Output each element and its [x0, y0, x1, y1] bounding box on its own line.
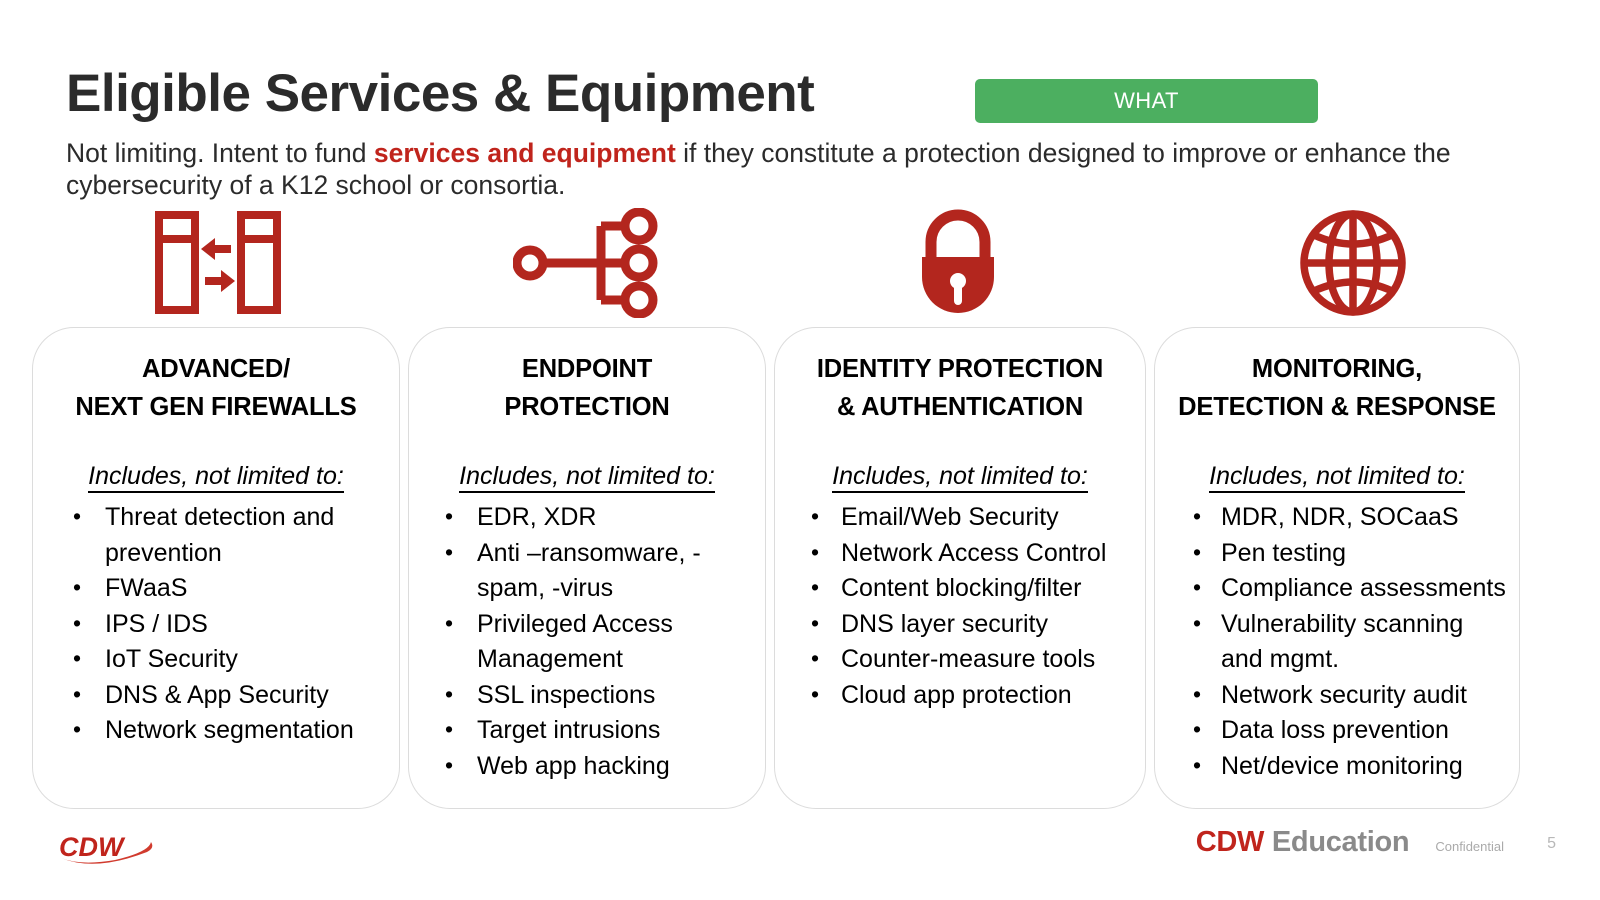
card-monitoring-detection-response: MONITORING, DETECTION & RESPONSE Include… — [1154, 327, 1520, 809]
firewall-servers-icon — [118, 200, 318, 325]
list-item: Network Access Control — [803, 535, 1137, 572]
list-item: SSL inspections — [437, 677, 757, 714]
list-item: Content blocking/filter — [803, 570, 1137, 607]
card-title: IDENTITY PROTECTION & AUTHENTICATION — [816, 355, 1104, 421]
cdw-logo: CDW — [55, 826, 165, 870]
list-item: Network segmentation — [65, 712, 391, 749]
padlock-icon — [858, 200, 1058, 325]
page-title: Eligible Services & Equipment — [66, 64, 815, 123]
list-item: Pen testing — [1185, 535, 1511, 572]
card-title: ADVANCED/ NEXT GEN FIREWALLS — [75, 355, 357, 421]
confidential-label: Confidential — [1435, 839, 1504, 854]
includes-label: Includes, not limited to: — [41, 462, 391, 493]
list-item: Privileged Access Management — [437, 606, 757, 678]
list-item: MDR, NDR, SOCaaS — [1185, 499, 1511, 536]
what-badge-label: WHAT — [1114, 88, 1179, 113]
list-item: Anti –ransomware, -spam, -virus — [437, 535, 757, 607]
card-identity-protection-authentication: IDENTITY PROTECTION & AUTHENTICATION Inc… — [774, 327, 1146, 809]
svg-text:CDW: CDW — [59, 832, 126, 862]
list-item: Data loss prevention — [1185, 712, 1511, 749]
list-item: IoT Security — [65, 641, 391, 678]
subtitle-part2: if they constitute a protection designed… — [66, 138, 1451, 200]
bullet-list: Threat detection and prevention FWaaS IP… — [41, 499, 391, 749]
includes-text: Includes, not limited to: — [1209, 462, 1465, 493]
endpoint-network-nodes-icon — [488, 200, 688, 325]
list-item: Network security audit — [1185, 677, 1511, 714]
includes-text: Includes, not limited to: — [88, 462, 344, 493]
list-item: Counter-measure tools — [803, 641, 1137, 678]
list-item: EDR, XDR — [437, 499, 757, 536]
footer-right: CDW Education Confidential — [1196, 826, 1504, 859]
subtitle-part1: Not limiting. Intent to fund — [66, 138, 374, 168]
list-item: Compliance assessments — [1185, 570, 1511, 607]
globe-icon — [1253, 200, 1453, 325]
list-item: Net/device monitoring — [1185, 748, 1511, 785]
includes-label: Includes, not limited to: — [783, 462, 1137, 493]
list-item: Cloud app protection — [803, 677, 1137, 714]
list-item: DNS & App Security — [65, 677, 391, 714]
bullet-list: EDR, XDR Anti –ransomware, -spam, -virus… — [417, 499, 757, 785]
card-endpoint-protection: ENDPOINT PROTECTION Includes, not limite… — [408, 327, 766, 809]
subtitle-highlight: services and equipment — [373, 138, 676, 168]
list-item: Vulnerability scanning and mgmt. — [1185, 606, 1511, 678]
page-number: 5 — [1547, 835, 1556, 852]
list-item: DNS layer security — [803, 606, 1137, 643]
list-item: Web app hacking — [437, 748, 757, 785]
list-item: FWaaS — [65, 570, 391, 607]
list-item: Target intrusions — [437, 712, 757, 749]
includes-text: Includes, not limited to: — [832, 462, 1088, 493]
list-item: IPS / IDS — [65, 606, 391, 643]
card-advanced-next-gen-firewalls: ADVANCED/ NEXT GEN FIREWALLS Includes, n… — [32, 327, 400, 809]
includes-text: Includes, not limited to: — [459, 462, 715, 493]
what-badge: WHAT — [975, 79, 1318, 123]
list-item: Email/Web Security — [803, 499, 1137, 536]
cdw-education-wordmark: CDW Education — [1196, 826, 1410, 859]
bullet-list: Email/Web Security Network Access Contro… — [783, 499, 1137, 714]
card-title: MONITORING, DETECTION & RESPONSE — [1178, 355, 1496, 421]
icon-row — [0, 200, 1600, 325]
cards-row: ADVANCED/ NEXT GEN FIREWALLS Includes, n… — [0, 327, 1600, 812]
education-text: Education — [1271, 826, 1410, 858]
includes-label: Includes, not limited to: — [417, 462, 757, 493]
list-item: Threat detection and prevention — [65, 499, 391, 571]
subtitle: Not limiting. Intent to fund services an… — [66, 137, 1516, 201]
includes-label: Includes, not limited to: — [1163, 462, 1511, 493]
cdw-text: CDW — [1195, 826, 1265, 858]
card-title: ENDPOINT PROTECTION — [504, 355, 670, 421]
bullet-list: MDR, NDR, SOCaaS Pen testing Compliance … — [1163, 499, 1511, 785]
